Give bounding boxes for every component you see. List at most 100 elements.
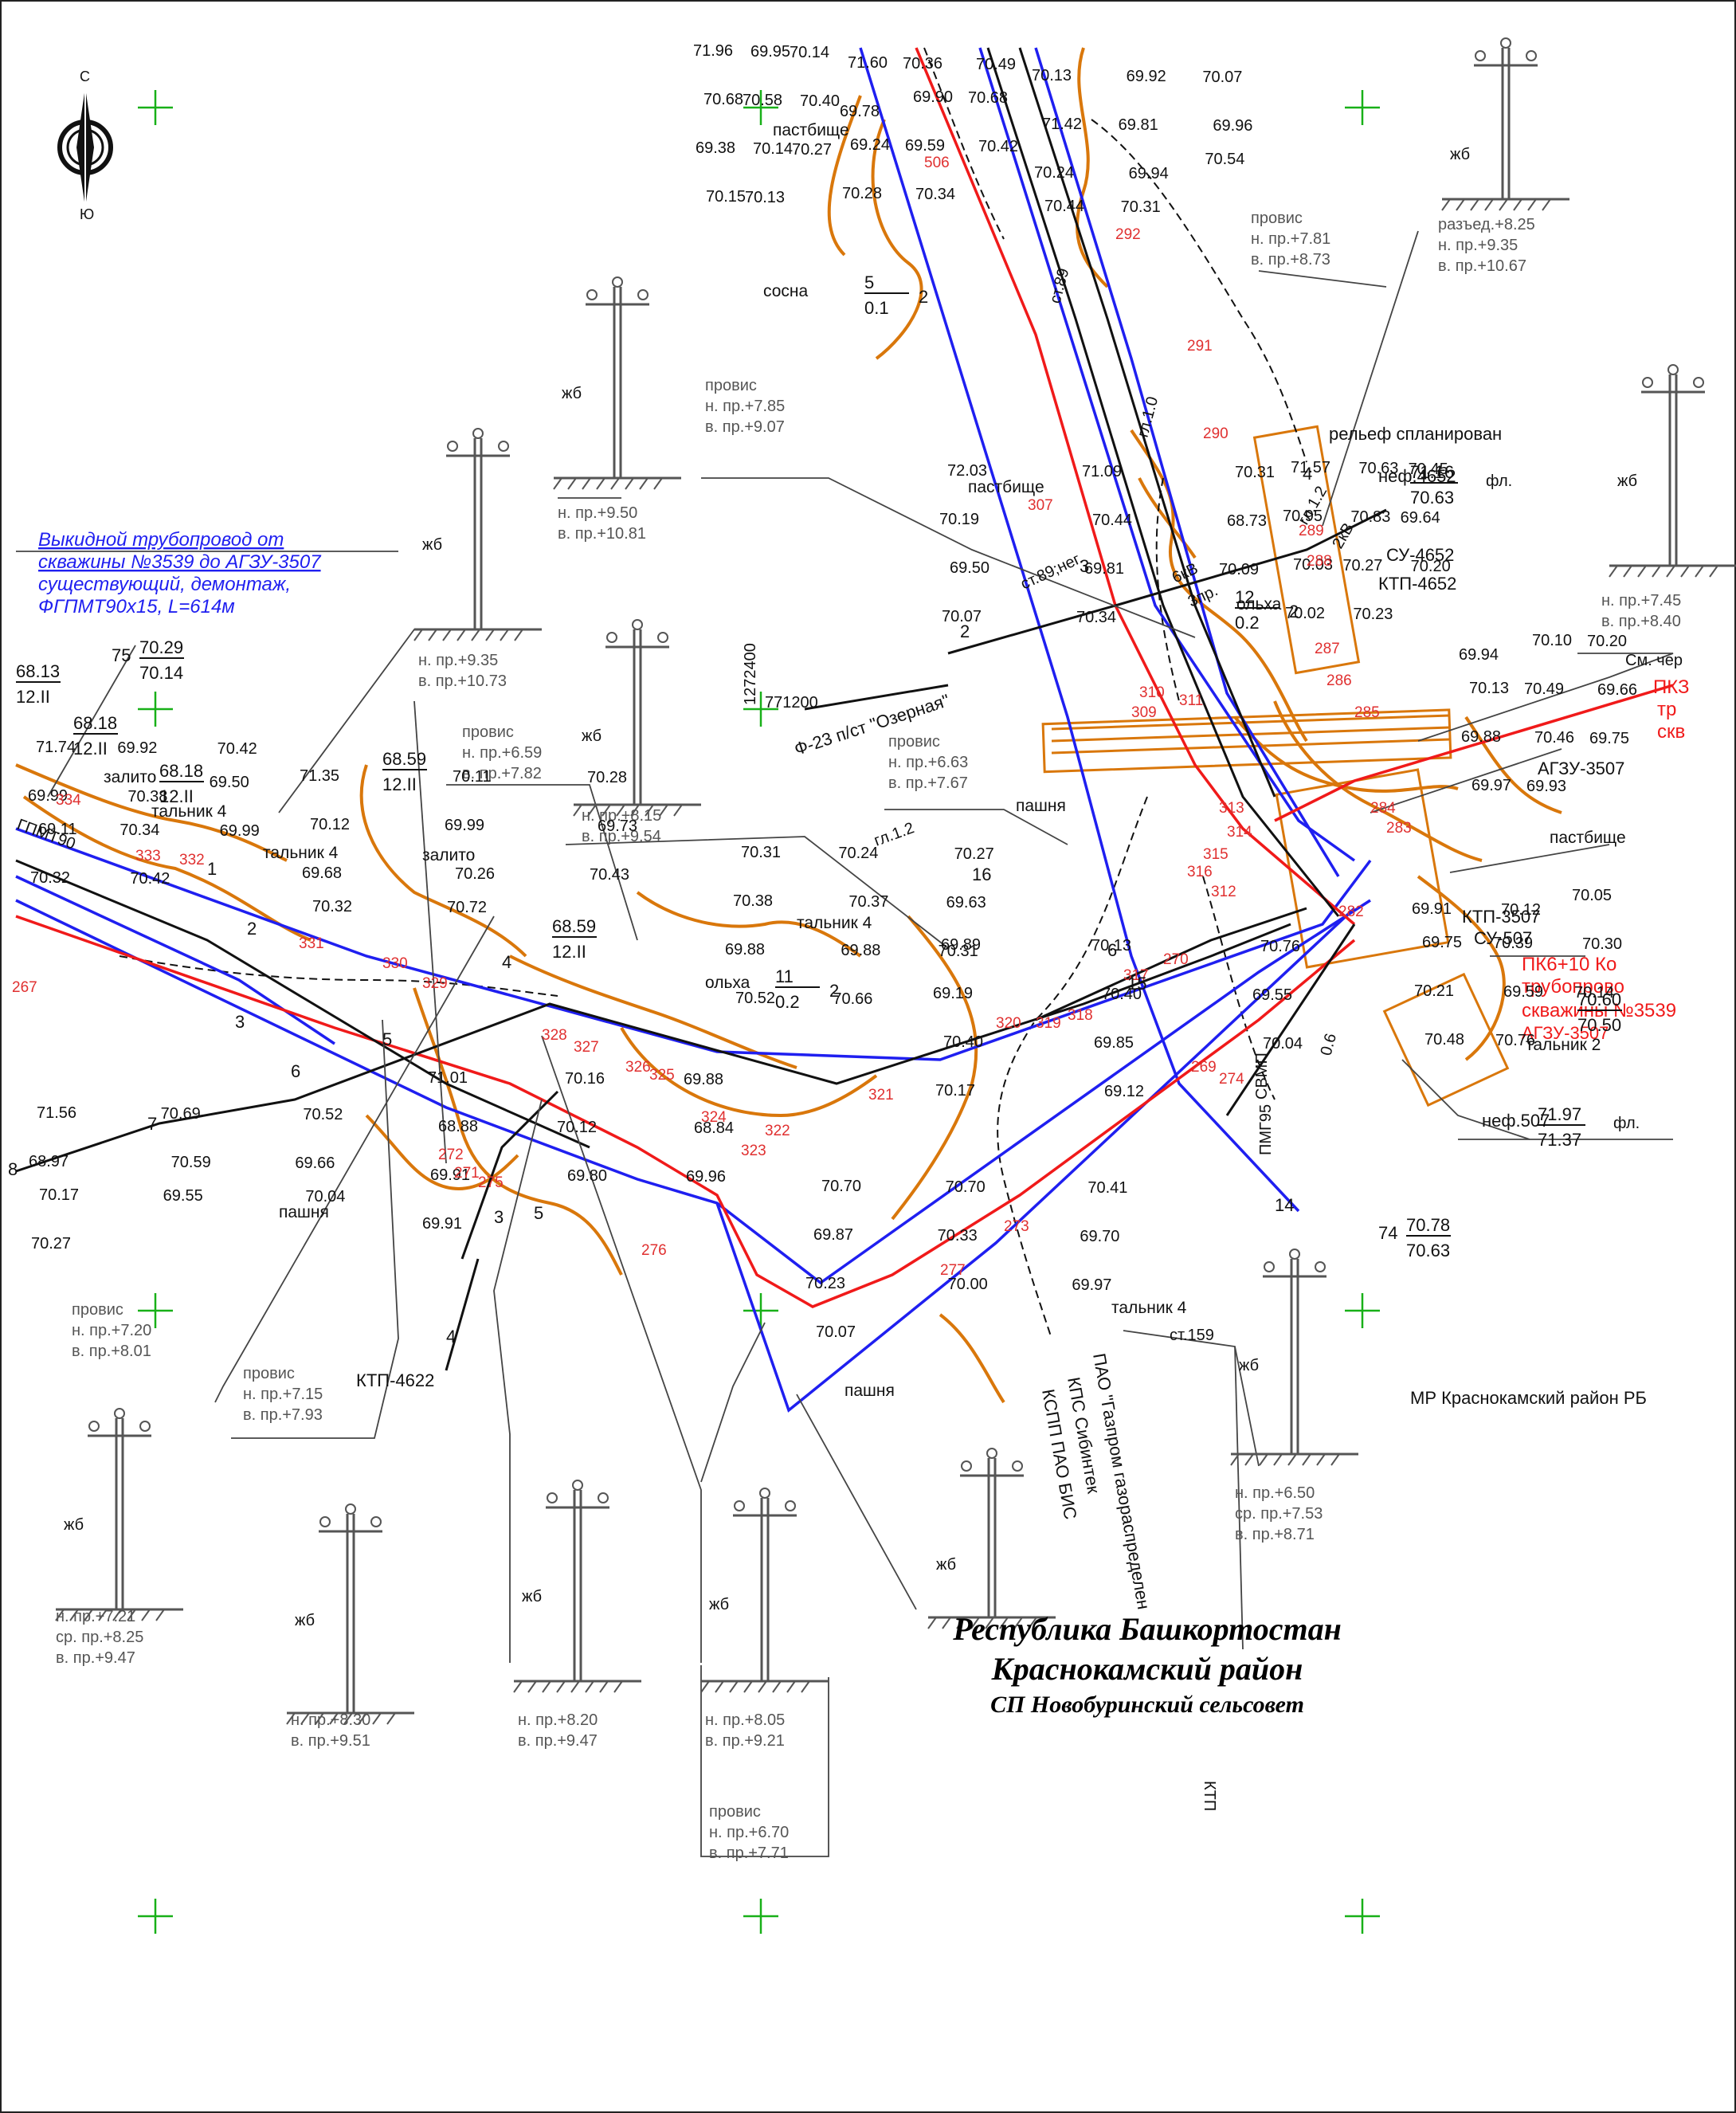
map-title-block: Республика Башкортостан Краснокамский ра… xyxy=(860,1609,1434,1721)
fraction-prefix: 74 xyxy=(1378,1223,1397,1243)
elevation-label: 70.13 xyxy=(1469,680,1509,697)
elevation-label: 70.32 xyxy=(30,869,70,887)
elevation-label: 70.63 xyxy=(1358,460,1398,477)
pole-note: н. пр.+8.20 xyxy=(518,1711,598,1729)
station-number: 2 xyxy=(247,919,257,939)
elevation-label: 70.54 xyxy=(1205,151,1244,168)
cable-label: гл.1.2 xyxy=(872,819,916,849)
elevation-label: 70.40 xyxy=(1102,986,1142,1003)
elevation-label: 70.03 xyxy=(1293,556,1333,574)
cable-label: КТП xyxy=(1201,1781,1218,1811)
land-cover-label: пашня xyxy=(279,1203,329,1221)
elevation-label: 70.44 xyxy=(1044,198,1084,215)
point-number: 323 xyxy=(741,1143,766,1159)
insulator-icon xyxy=(961,1460,972,1472)
point-number: 267 xyxy=(12,979,37,996)
pole-ground-hatch xyxy=(1244,1453,1254,1466)
pole-note: в. пр.+10.67 xyxy=(1438,257,1526,275)
point-number: 322 xyxy=(765,1123,790,1139)
pole-ground-hatch xyxy=(1287,1453,1297,1466)
pole-note: н. пр.+8.30 xyxy=(291,1711,370,1729)
sag-note-line: в. пр.+7.82 xyxy=(462,765,542,782)
object-su: СУ-507 xyxy=(1474,928,1532,948)
elevation-label: 70.39 xyxy=(1493,935,1533,952)
pole-ground-hatch xyxy=(616,804,625,817)
pole-ground-hatch xyxy=(1513,198,1522,211)
elevation-label: 69.94 xyxy=(1459,646,1499,664)
pole-note: ср. пр.+7.53 xyxy=(1235,1505,1323,1523)
red-note: тр xyxy=(1657,699,1676,720)
well-suffix: фл. xyxy=(1486,472,1512,490)
point-number: 329 xyxy=(422,975,448,992)
elevation-label: 69.91 xyxy=(430,1166,470,1184)
object-ktp: КТП-3507 xyxy=(1462,907,1540,927)
elevation-label: 70.12 xyxy=(310,816,350,833)
sag-note-line: н. пр.+6.70 xyxy=(709,1824,789,1841)
elevation-label: 69.81 xyxy=(1119,116,1158,134)
pole-material: жб xyxy=(422,536,442,554)
pole-ground-hatch xyxy=(1623,565,1632,578)
sag-note-line: в. пр.+7.93 xyxy=(243,1406,323,1424)
elevation-label: 69.97 xyxy=(1471,777,1511,794)
elevation-label: 70.07 xyxy=(816,1323,856,1341)
well-elevation: 70.63 xyxy=(1410,488,1454,508)
elevation-label: 70.12 xyxy=(557,1119,597,1136)
point-number: 310 xyxy=(1139,684,1165,701)
point-number: 315 xyxy=(1203,846,1229,863)
pole-ground-hatch xyxy=(639,477,649,490)
pole-ground-hatch xyxy=(1680,565,1690,578)
point-number: 313 xyxy=(1219,800,1244,817)
pole-note: в. пр.+9.47 xyxy=(518,1732,598,1750)
elevation-label: 70.27 xyxy=(31,1235,71,1253)
pole-ground-hatch xyxy=(927,1617,937,1629)
land-cover-label: тальник 4 xyxy=(151,802,227,821)
elevation-label: 69.75 xyxy=(1589,730,1629,747)
pole-ground-hatch xyxy=(1652,565,1661,578)
compass-south-label: Ю xyxy=(80,206,94,222)
insulator-icon xyxy=(1500,37,1511,49)
point-number: 290 xyxy=(1203,425,1229,442)
elevation-label: 70.83 xyxy=(1350,508,1390,526)
elevation-label: 70.31 xyxy=(1121,198,1161,216)
pole-ground-hatch xyxy=(587,804,597,817)
elevation-label: 69.95 xyxy=(750,43,790,61)
sag-note-line: н. пр.+7.20 xyxy=(72,1322,151,1339)
insulator-icon xyxy=(139,1421,151,1432)
elevation-label: 70.12 xyxy=(1501,901,1541,919)
elevation-label: 68.88 xyxy=(438,1118,478,1135)
pole-ground-hatch xyxy=(801,1680,810,1693)
point-number: 287 xyxy=(1315,641,1340,657)
pole-ground-hatch xyxy=(758,1680,767,1693)
pole-material: жб xyxy=(709,1596,729,1613)
pole-material: жб xyxy=(936,1556,956,1574)
elevation-label: 70.59 xyxy=(171,1154,211,1171)
pole-ground-hatch xyxy=(659,804,668,817)
pole-material: жб xyxy=(562,385,582,402)
insulator-icon xyxy=(612,276,623,288)
fraction-top: 68.59 xyxy=(552,916,596,936)
elevation-label: 70.20 xyxy=(1411,558,1451,575)
insulator-icon xyxy=(657,632,668,643)
station-number: 2 xyxy=(960,621,970,641)
object-ktp: КТП-4652 xyxy=(1378,574,1456,594)
pole-ground-hatch xyxy=(386,1712,396,1725)
cable-label: гл.1.0 xyxy=(1134,394,1162,439)
compass-icon: С Ю xyxy=(57,69,113,222)
pole-ground-hatch xyxy=(1230,1453,1240,1466)
elevation-label: 70.13 xyxy=(1091,937,1131,955)
pole-ground-hatch xyxy=(1259,1453,1268,1466)
elevation-label: 70.13 xyxy=(1032,67,1072,84)
sag-note-line: в. пр.+7.71 xyxy=(709,1844,789,1862)
point-number: 283 xyxy=(1386,820,1412,837)
elevation-label: 70.42 xyxy=(130,870,170,888)
pole-note: в. пр.+8.40 xyxy=(1601,613,1681,630)
sag-note-line: в. пр.+9.07 xyxy=(705,418,785,436)
elevation-label: 70.17 xyxy=(935,1082,975,1100)
elevation-label: 69.92 xyxy=(1127,68,1166,85)
station-number: 8 xyxy=(8,1159,18,1179)
elevation-label: 70.15 xyxy=(706,188,746,206)
elevation-label: 69.88 xyxy=(725,941,765,958)
pole-note: н. пр.+9.50 xyxy=(558,504,637,522)
point-number: 312 xyxy=(1211,884,1236,900)
pole-ground-hatch xyxy=(358,1712,367,1725)
